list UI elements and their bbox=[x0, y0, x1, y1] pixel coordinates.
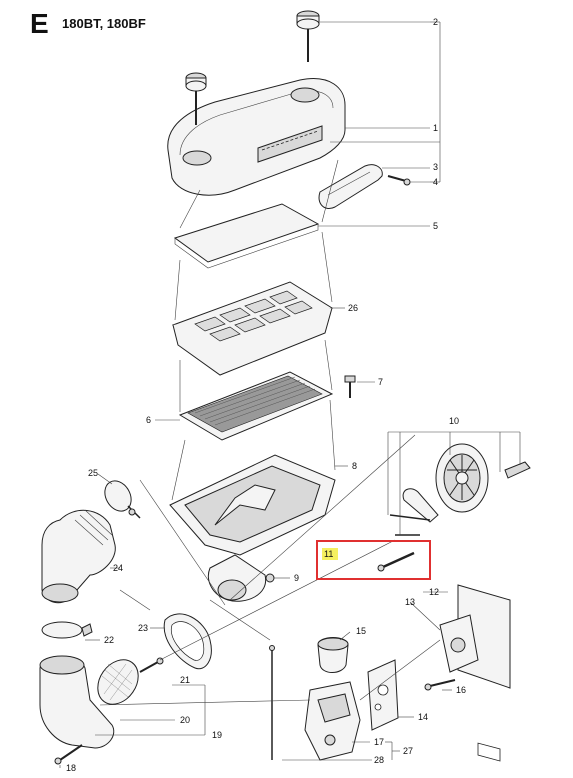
callout-17: 17 bbox=[374, 737, 384, 747]
intake-hose bbox=[41, 509, 116, 604]
callout-22: 22 bbox=[104, 635, 114, 645]
section-letter: E bbox=[30, 8, 49, 39]
adapter-screw bbox=[424, 679, 456, 691]
callout-numbers: 2 1 3 4 5 26 7 6 8 9 10 11 25 24 23 22 2… bbox=[66, 17, 466, 773]
callout-10: 10 bbox=[449, 416, 459, 426]
pleated-air-filter bbox=[178, 371, 334, 441]
carburetor-plate-assembly bbox=[389, 443, 531, 536]
callout-13: 13 bbox=[405, 597, 415, 607]
highlight-label-background bbox=[322, 548, 338, 560]
lever-screw bbox=[387, 175, 411, 186]
callout-28: 28 bbox=[374, 755, 384, 765]
leader-lines bbox=[59, 21, 521, 768]
primer-bulb bbox=[317, 637, 349, 673]
callout-18: 18 bbox=[66, 763, 76, 773]
lower-elbow-assembly bbox=[39, 655, 164, 749]
pre-filter-pad bbox=[173, 203, 320, 269]
callout-21: 21 bbox=[180, 675, 190, 685]
callout-26: 26 bbox=[348, 303, 358, 313]
callout-23: 23 bbox=[138, 623, 148, 633]
hose-clamp-top bbox=[104, 480, 141, 519]
callout-3: 3 bbox=[433, 162, 438, 172]
highlight-box bbox=[316, 540, 431, 580]
callout-24: 24 bbox=[113, 563, 123, 573]
callout-15: 15 bbox=[356, 626, 366, 636]
callout-27: 27 bbox=[403, 746, 413, 756]
perspective-frame bbox=[99, 159, 441, 706]
callout-7: 7 bbox=[378, 377, 383, 387]
callout-5: 5 bbox=[433, 221, 438, 231]
callout-8: 8 bbox=[352, 461, 357, 471]
carburetor-gasket-plate bbox=[457, 584, 511, 762]
callout-12: 12 bbox=[429, 587, 439, 597]
base-nut bbox=[265, 573, 275, 583]
filter-grid-holder bbox=[171, 281, 334, 376]
callout-14: 14 bbox=[418, 712, 428, 722]
model-label: 180BT, 180BF bbox=[62, 16, 146, 31]
carburetor-gasket bbox=[367, 659, 399, 731]
callout-1: 1 bbox=[433, 123, 438, 133]
cover-knob-left bbox=[185, 72, 207, 125]
carburetor-adapter bbox=[439, 614, 479, 673]
highlighted-screw bbox=[377, 551, 415, 572]
callout-25: 25 bbox=[88, 468, 98, 478]
callout-16: 16 bbox=[456, 685, 466, 695]
air-filter-cover bbox=[167, 78, 346, 196]
callout-4: 4 bbox=[433, 177, 438, 187]
elbow-screw bbox=[54, 744, 83, 765]
callout-2: 2 bbox=[433, 17, 438, 27]
hose-clamp-bottom bbox=[41, 621, 93, 639]
cover-knob-top bbox=[296, 10, 320, 62]
cover-lever bbox=[318, 164, 383, 209]
gasket bbox=[163, 613, 212, 670]
callout-11: 11 bbox=[324, 549, 333, 559]
callout-6: 6 bbox=[146, 415, 151, 425]
callout-9: 9 bbox=[294, 573, 299, 583]
carburetor-long-screws bbox=[269, 645, 275, 760]
carburetor bbox=[304, 681, 361, 761]
callout-19: 19 bbox=[212, 730, 222, 740]
callout-20: 20 bbox=[180, 715, 190, 725]
filter-screw bbox=[344, 375, 356, 398]
